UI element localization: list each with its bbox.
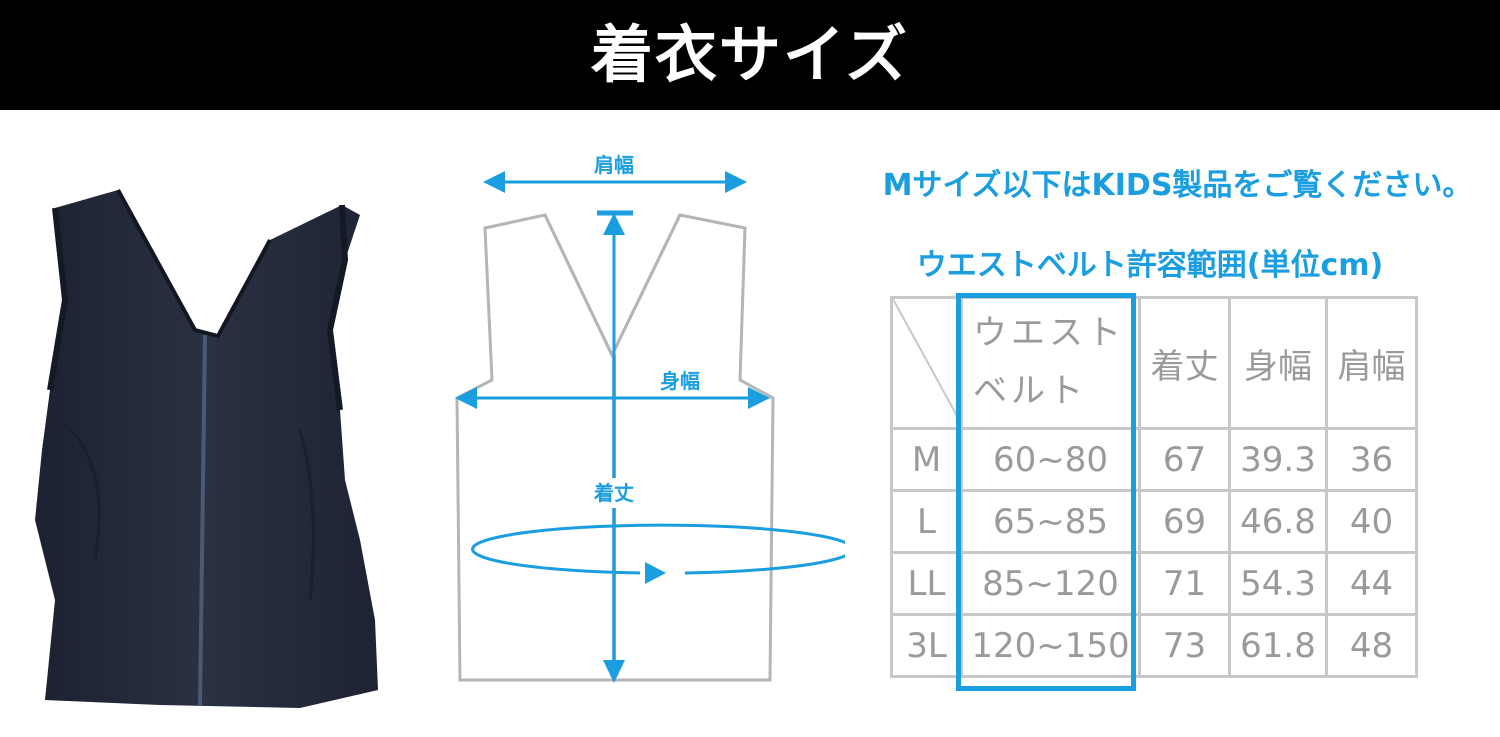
waist-cell: 60~80 bbox=[960, 427, 1141, 492]
title-banner: 着衣サイズ bbox=[0, 0, 1500, 110]
length-cell: 67 bbox=[1138, 427, 1231, 492]
corner-diagonal bbox=[894, 300, 959, 421]
vest-photo bbox=[35, 189, 378, 708]
waist-cell: 120~150 bbox=[960, 613, 1141, 678]
corner-cell bbox=[890, 296, 963, 430]
kids-note: Mサイズ以下はKIDS製品をご覧ください。 bbox=[882, 168, 1473, 203]
table-row: M 60~80 67 39.3 36 bbox=[890, 427, 1418, 492]
header-waist: ウエストベルト bbox=[960, 296, 1141, 430]
shoulder-cell: 40 bbox=[1325, 489, 1418, 554]
shoulder-label: 肩幅 bbox=[594, 153, 634, 177]
chest-cell: 46.8 bbox=[1228, 489, 1328, 554]
length-label: 着丈 bbox=[593, 481, 634, 505]
header-shoulder: 肩幅 bbox=[1325, 296, 1418, 430]
length-cell: 71 bbox=[1138, 551, 1231, 616]
size-cell: M bbox=[890, 427, 963, 492]
chest-cell: 54.3 bbox=[1228, 551, 1328, 616]
header-chest: 身幅 bbox=[1228, 296, 1328, 430]
size-cell: LL bbox=[890, 551, 963, 616]
length-cell: 73 bbox=[1138, 613, 1231, 678]
measurement-diagram: 肩幅 身幅 着丈 bbox=[455, 153, 845, 683]
table-header-row: ウエストベルト 着丈 身幅 肩幅 bbox=[890, 296, 1418, 430]
header-waist-label: ウエストベルト bbox=[973, 313, 1125, 411]
chest-cell: 39.3 bbox=[1228, 427, 1328, 492]
waist-cell: 65~85 bbox=[960, 489, 1141, 554]
waist-cell: 85~120 bbox=[960, 551, 1141, 616]
table-row: 3L 120~150 73 61.8 48 bbox=[890, 613, 1418, 678]
chest-cell: 61.8 bbox=[1228, 613, 1328, 678]
vest-body bbox=[35, 190, 378, 708]
shoulder-cell: 44 bbox=[1325, 551, 1418, 616]
size-table: ウエストベルト 着丈 身幅 肩幅 M 60~80 67 39.3 36 L 65… bbox=[890, 296, 1418, 678]
waist-column-highlight bbox=[956, 293, 1136, 691]
table-row: L 65~85 69 46.8 40 bbox=[890, 489, 1418, 554]
table-title: ウエストベルト許容範囲(単位cm) bbox=[916, 248, 1384, 283]
zipper bbox=[198, 334, 207, 706]
header-length: 着丈 bbox=[1138, 296, 1231, 430]
size-cell: L bbox=[890, 489, 963, 554]
shoulder-cell: 36 bbox=[1325, 427, 1418, 492]
size-cell: 3L bbox=[890, 613, 963, 678]
shoulder-cell: 48 bbox=[1325, 613, 1418, 678]
page-title: 着衣サイズ bbox=[590, 18, 910, 91]
chest-label: 身幅 bbox=[660, 369, 700, 393]
table-row: LL 85~120 71 54.3 44 bbox=[890, 551, 1418, 616]
length-cell: 69 bbox=[1138, 489, 1231, 554]
